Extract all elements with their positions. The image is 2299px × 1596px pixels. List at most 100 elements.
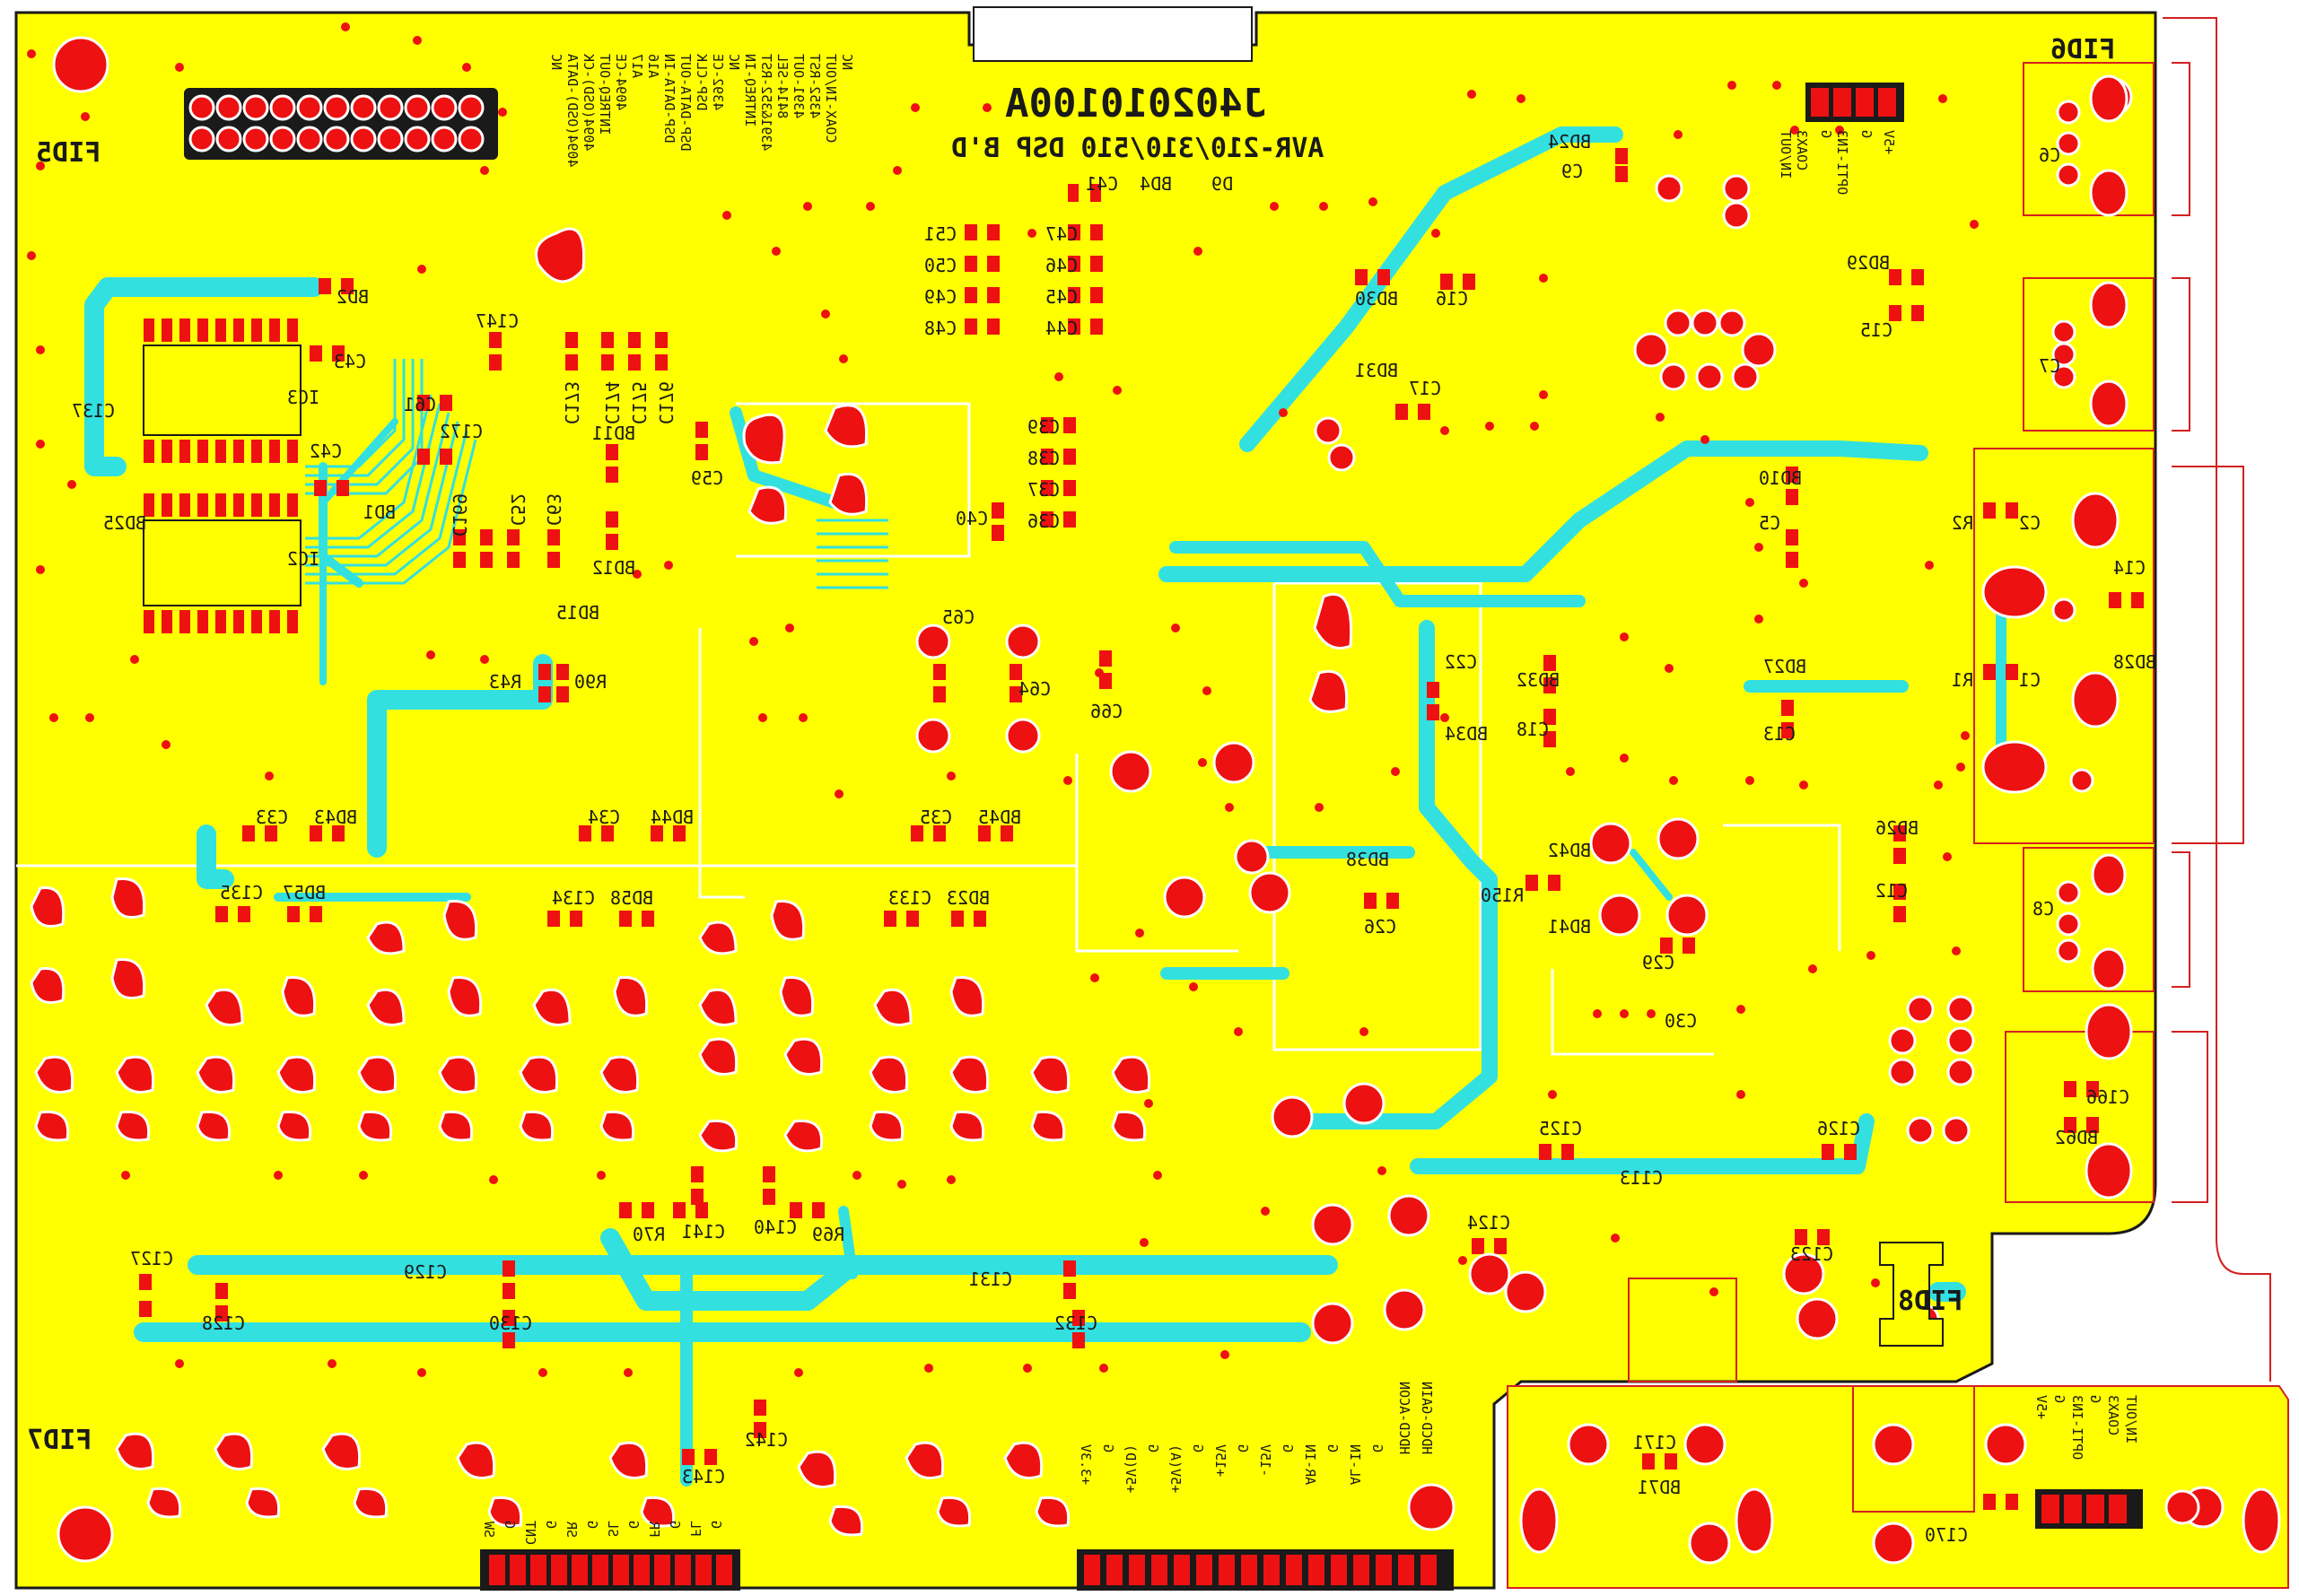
refdes-label: R150 — [1481, 885, 1524, 906]
refdes-label: C40 — [956, 508, 988, 529]
header-label: OPTI-IN3 — [1834, 130, 1850, 195]
refdes-label: BD44 — [651, 807, 694, 828]
refdes-label: BD29 — [1847, 252, 1890, 274]
header-label: AL-IN — [1347, 1444, 1363, 1485]
refdes-label: C18 — [1517, 719, 1549, 740]
refdes-label: C141 — [682, 1221, 725, 1243]
refdes-label: D9 — [1211, 173, 1233, 195]
header-label: DSP-DATA-OUT — [677, 54, 694, 151]
header-label: SR — [564, 1521, 580, 1538]
refdes-label: C59 — [691, 467, 723, 489]
refdes-label: C126 — [1817, 1118, 1860, 1139]
header-label: 4094-CE — [613, 54, 629, 110]
refdes-label: C124 — [1467, 1212, 1510, 1234]
refdes-label: C17 — [1409, 378, 1441, 399]
header-bottom-mid — [1077, 1549, 1454, 1591]
header-label: G — [1145, 1444, 1161, 1452]
refdes-label: C44 — [1045, 318, 1078, 339]
header-label: -15V — [1257, 1444, 1273, 1477]
refdes-label: C170 — [1925, 1524, 1968, 1546]
refdes-label: C9 — [1561, 161, 1583, 182]
refdes-label: C47 — [1045, 223, 1078, 245]
connector-outline-top — [973, 6, 1253, 62]
header-label: +5V(A) — [1167, 1444, 1184, 1493]
refdes-label: C143 — [682, 1466, 725, 1487]
refdes-label: C171 — [1633, 1432, 1676, 1453]
refdes-label: C5 — [1759, 512, 1780, 534]
fiducial-fid7: FID7 — [27, 1425, 92, 1456]
refdes-label: C29 — [1642, 952, 1674, 973]
header-bottom-left-labels: SW G CNT G SR G SL G FR G FL G — [481, 1521, 724, 1545]
header-label: CNT — [522, 1521, 538, 1545]
header-label: G — [1369, 1444, 1386, 1452]
header-label: G — [1818, 130, 1834, 138]
header-bottom-mid-labels: +3.3V G +5V(D) G +5V(A) G +15V G -15V G … — [1078, 1382, 1435, 1493]
refdes-label: C8 — [2032, 898, 2054, 920]
refdes-label: C134 — [552, 887, 595, 909]
teardrop-row-3 — [115, 1432, 1071, 1537]
refdes-label: C137 — [72, 400, 115, 422]
refdes-label: C127 — [130, 1248, 173, 1269]
header-label: G — [584, 1521, 600, 1529]
header-top-labels: NC 4094(OSD)-DATA 4094(OSD)-CK INTREQ-OU… — [548, 54, 855, 167]
refdes-label: C14 — [2113, 557, 2146, 579]
refdes-label: C128 — [202, 1313, 245, 1334]
refdes-label: C43 — [334, 351, 366, 372]
header-label: +15V — [1212, 1444, 1228, 1477]
header-label: G — [667, 1521, 683, 1529]
header-bottom-left — [480, 1549, 740, 1591]
refdes-label: C175 — [628, 381, 650, 424]
fiducial-fid8: FID8 — [1898, 1286, 1962, 1317]
vias — [27, 22, 1979, 1377]
header-label: G — [2051, 1395, 2067, 1403]
ic2-label: IC2 — [287, 548, 319, 570]
refdes-label: C13 — [1763, 723, 1796, 745]
smd-pads — [139, 148, 2144, 1510]
refdes-label: C125 — [1539, 1118, 1582, 1139]
refdes-label: C52 — [507, 493, 529, 526]
refdes-label: C33 — [256, 807, 288, 828]
header-label: A16 — [645, 54, 661, 78]
copper-pour — [14, 11, 2157, 1590]
refdes-label: C129 — [404, 1261, 447, 1283]
refdes-label: R43 — [489, 671, 521, 693]
header-label: G — [543, 1521, 559, 1529]
header-right-labels: IN/OUT COAX3 G OPTI-IN3 G +5V — [1778, 130, 1897, 195]
refdes-label: C51 — [924, 223, 957, 245]
refdes-label: C132 — [1054, 1313, 1097, 1334]
refdes-label: R69 — [812, 1224, 844, 1245]
refdes-label: C140 — [754, 1217, 797, 1238]
refdes-label: BD15 — [556, 602, 599, 624]
header-label: G — [1100, 1444, 1116, 1452]
refdes-label: C135 — [220, 882, 263, 903]
refdes-label: BD30 — [1355, 288, 1398, 310]
header-label: HDCD-ACON — [1396, 1382, 1412, 1454]
refdes-label: C12 — [1875, 880, 1908, 902]
header-label: +5V(D) — [1123, 1444, 1139, 1493]
header-label: COAX3 — [2105, 1395, 2121, 1435]
fiducial-fid6: FID6 — [2050, 34, 2115, 65]
header-label: G — [2087, 1395, 2103, 1403]
refdes-label: C172 — [440, 421, 483, 442]
header-label: 4392-CE — [710, 54, 726, 110]
header-label: +5V — [1881, 130, 1897, 154]
refdes-label: C48 — [924, 318, 957, 339]
header-label: INTREQ-OUT — [597, 54, 613, 135]
header-label: +5V — [2033, 1395, 2050, 1419]
refdes-label: C123 — [1790, 1243, 1833, 1265]
header-label: DSP-CLK — [694, 54, 710, 110]
header-label: G — [625, 1521, 642, 1529]
ic3-label: IC3 — [287, 387, 319, 408]
header-label: COAX-IN/OUT — [823, 54, 839, 143]
refdes-label: BD62 — [2055, 1127, 2098, 1148]
refdes-label: C133 — [888, 887, 931, 909]
header-label: 4094(OSD)-DATA — [564, 54, 581, 167]
header-bottom-right — [2035, 1489, 2143, 1529]
header-label: AR-IN — [1302, 1444, 1318, 1485]
refdes-label: C64 — [1018, 678, 1051, 700]
refdes-label: BD10 — [1759, 467, 1802, 489]
header-label: G — [1190, 1444, 1206, 1452]
refdes-label: C39 — [1027, 416, 1060, 438]
header-label: G — [502, 1521, 518, 1529]
